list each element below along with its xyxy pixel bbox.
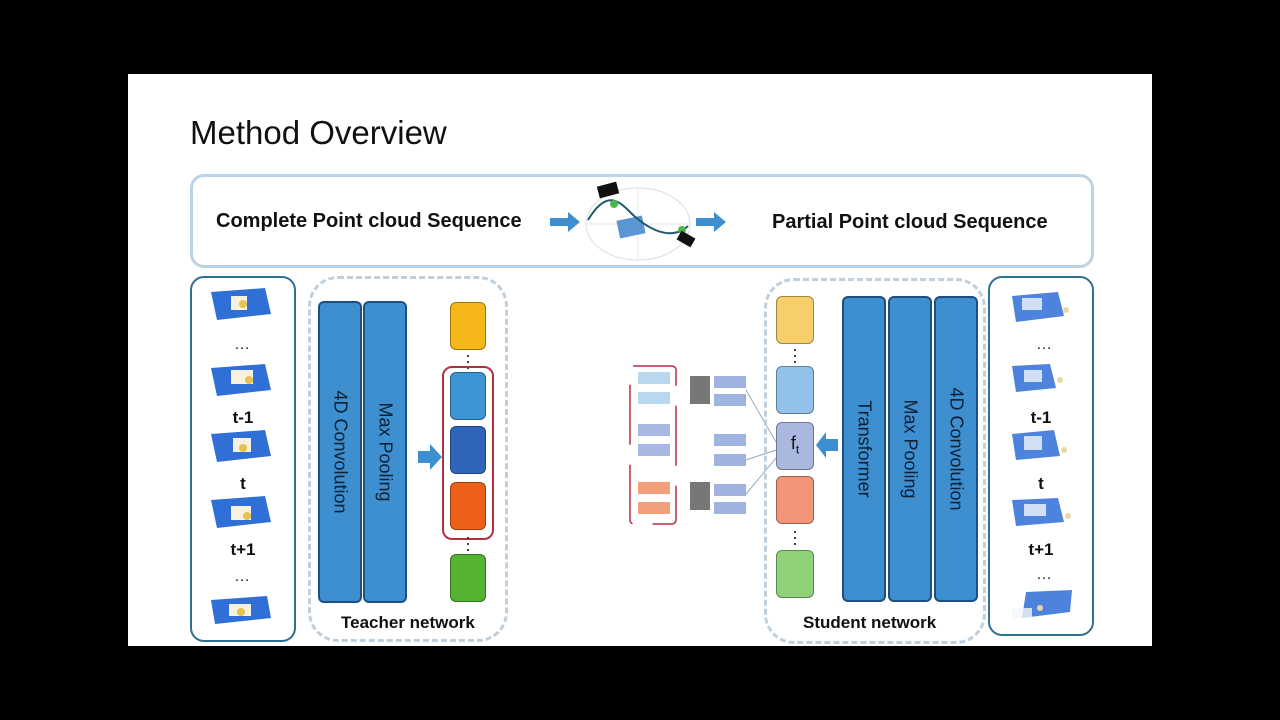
point-cloud-frame-thumbnail bbox=[211, 496, 271, 528]
student-feature-block bbox=[776, 296, 814, 344]
teacher-feature-block bbox=[450, 482, 486, 530]
frame-label-t: t bbox=[240, 474, 246, 493]
teacher-max-pooling-block: Max Pooling bbox=[363, 301, 407, 603]
vertical-ellipsis: ··· bbox=[792, 521, 798, 553]
point-cloud-frame-thumbnail bbox=[211, 288, 271, 320]
frame-label-t-minus-1: t-1 bbox=[1030, 408, 1052, 427]
partial-sequence-label: Partial Point cloud Sequence bbox=[772, 211, 1048, 233]
teacher-4d-convolution-block: 4D Convolution bbox=[318, 301, 362, 603]
frame-ellipsis: … bbox=[1036, 336, 1052, 353]
partial-frames-panel bbox=[988, 276, 1094, 636]
partial-point-cloud-frame-thumbnail bbox=[1012, 590, 1072, 618]
student-network-label: Student network bbox=[803, 613, 937, 632]
teacher-feature-block bbox=[450, 554, 486, 602]
student-max-pooling-block: Max Pooling bbox=[888, 296, 932, 602]
partial-point-cloud-frame-thumbnail bbox=[1012, 430, 1067, 460]
right-arrow-icon bbox=[418, 444, 442, 470]
teacher-network-label: Teacher network bbox=[341, 613, 475, 632]
vertical-ellipsis: ··· bbox=[465, 527, 471, 559]
partial-point-cloud-frame-thumbnail bbox=[1012, 292, 1069, 322]
right-arrow-icon bbox=[550, 212, 580, 232]
student-transformer-block: Transformer bbox=[842, 296, 886, 602]
student-max-pooling-label: Max Pooling bbox=[900, 399, 921, 499]
sequence-banner bbox=[190, 174, 1094, 268]
student-4d-convolution-label: 4D Convolution bbox=[946, 387, 967, 511]
point-cloud-frame-thumbnail bbox=[211, 596, 271, 624]
frame-label-t: t bbox=[1038, 474, 1044, 493]
teacher-max-pooling-label: Max Pooling bbox=[375, 402, 396, 502]
teacher-selected-features-highlight bbox=[442, 366, 494, 540]
slide: Method Overview Complete Point cloud Seq… bbox=[128, 74, 1152, 646]
token-attention-illustration bbox=[629, 365, 777, 525]
teacher-feature-block bbox=[450, 372, 486, 420]
frame-label-t-minus-1: t-1 bbox=[232, 408, 254, 427]
student-feature-block bbox=[776, 550, 814, 598]
student-transformer-label: Transformer bbox=[854, 400, 875, 498]
frame-label-t-plus-1: t+1 bbox=[230, 540, 256, 559]
frame-ellipsis: … bbox=[234, 568, 250, 585]
student-4d-convolution-block: 4D Convolution bbox=[934, 296, 978, 602]
camera-trajectory-illustration bbox=[585, 181, 696, 261]
teacher-feature-block bbox=[450, 302, 486, 350]
point-cloud-frame-thumbnail bbox=[211, 364, 271, 396]
teacher-4d-convolution-label: 4D Convolution bbox=[330, 390, 351, 514]
student-feature-block bbox=[776, 476, 814, 524]
frame-label-t-plus-1: t+1 bbox=[1028, 540, 1054, 559]
student-feature-block bbox=[776, 366, 814, 414]
frame-ellipsis: … bbox=[1036, 566, 1052, 583]
slide-title: Method Overview bbox=[190, 114, 447, 151]
partial-point-cloud-frame-thumbnail bbox=[1012, 364, 1063, 392]
right-arrow-icon bbox=[696, 212, 726, 232]
point-cloud-frame-thumbnail bbox=[211, 430, 271, 462]
partial-point-cloud-frame-thumbnail bbox=[1012, 498, 1071, 526]
teacher-network-box bbox=[308, 276, 508, 642]
complete-frames-panel bbox=[190, 276, 296, 642]
vertical-ellipsis: ··· bbox=[792, 339, 798, 371]
frame-ellipsis: … bbox=[234, 336, 250, 353]
left-arrow-icon bbox=[816, 432, 838, 458]
feature-subscript: t bbox=[795, 442, 800, 457]
feature-symbol: f bbox=[790, 433, 796, 453]
student-network-box bbox=[764, 278, 986, 644]
student-current-feature: ft bbox=[776, 422, 814, 470]
complete-sequence-label: Complete Point cloud Sequence bbox=[216, 210, 522, 232]
teacher-feature-block bbox=[450, 426, 486, 474]
